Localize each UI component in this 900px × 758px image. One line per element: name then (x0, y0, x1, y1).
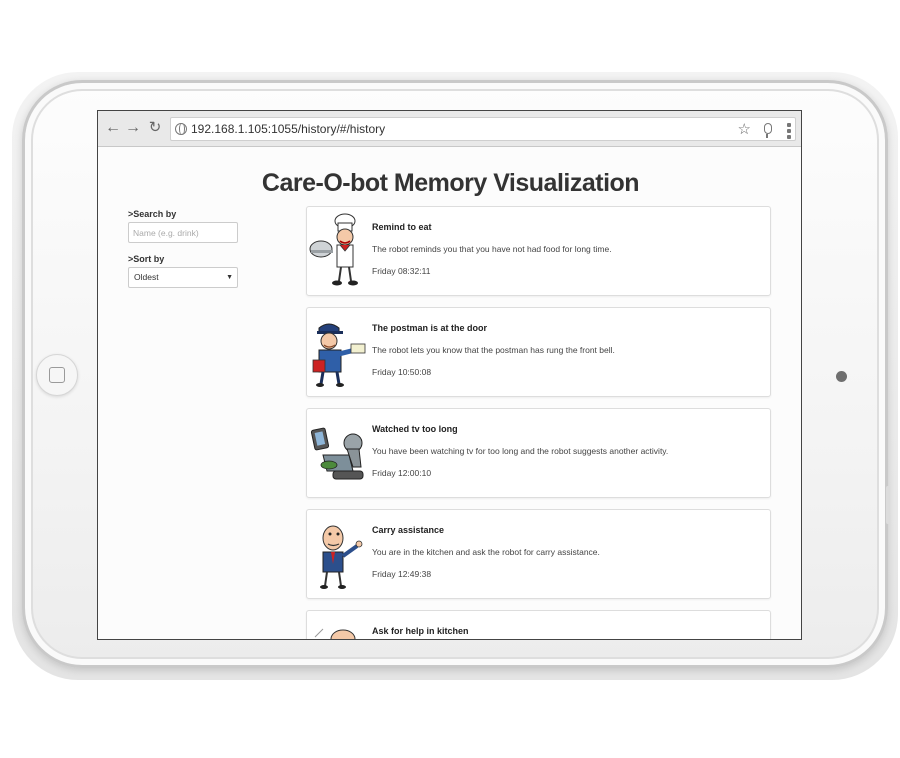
kitchen-help-icon (314, 628, 356, 639)
back-arrow-icon[interactable]: ← (105, 119, 121, 136)
event-description: The robot lets you know that the postman… (372, 345, 615, 355)
postman-icon (312, 323, 366, 387)
event-card[interactable]: Carry assistance You are in the kitchen … (306, 509, 771, 599)
reload-icon[interactable]: ↻ (148, 119, 162, 136)
sort-label: >Sort by (128, 254, 165, 264)
star-icon[interactable]: ☆ (737, 121, 751, 138)
camera-icon (836, 371, 847, 382)
address-bar[interactable]: 192.168.1.105:1055/history/#/history ☆ (170, 117, 796, 141)
menu-icon[interactable] (787, 123, 791, 141)
globe-icon (175, 123, 187, 135)
search-input[interactable] (128, 222, 238, 243)
url-text[interactable]: 192.168.1.105:1055/history/#/history (191, 122, 386, 136)
caret-down-icon: ▼ (226, 274, 233, 281)
event-card[interactable]: Ask for help in kitchen (306, 610, 771, 639)
person-waving-icon (320, 525, 363, 589)
event-title: Ask for help in kitchen (372, 626, 469, 636)
side-button[interactable] (886, 486, 890, 524)
browser-screen: ← → ↻ 192.168.1.105:1055/history/#/histo… (97, 110, 802, 640)
event-description: You are in the kitchen and ask the robot… (372, 547, 600, 557)
sort-select[interactable]: Oldest ▼ (128, 267, 238, 288)
event-title: Remind to eat (372, 222, 432, 232)
event-card[interactable]: Remind to eat The robot reminds you that… (306, 206, 771, 296)
event-card[interactable]: Watched tv too long You have been watchi… (306, 408, 771, 498)
event-title: Watched tv too long (372, 424, 458, 434)
forward-arrow-icon[interactable]: → (125, 119, 141, 136)
page-title: Care-O-bot Memory Visualization (261, 169, 640, 197)
event-time: Friday 08:32:11 (372, 266, 431, 276)
sidebar: >Search by >Sort by Oldest ▼ (128, 209, 240, 288)
browser-toolbar: ← → ↻ 192.168.1.105:1055/history/#/histo… (98, 111, 801, 147)
event-title: The postman is at the door (372, 323, 488, 333)
sort-select-value: Oldest (134, 272, 159, 282)
chef-icon (309, 213, 358, 286)
event-time: Friday 12:49:38 (372, 569, 432, 579)
event-description: You have been watching tv for too long a… (372, 446, 669, 456)
event-list: Remind to eat The robot reminds you that… (306, 206, 771, 639)
event-time: Friday 12:00:10 (372, 468, 432, 478)
home-button[interactable] (36, 354, 78, 396)
tv-watching-icon (310, 427, 364, 480)
event-description: The robot reminds you that you have not … (372, 244, 612, 254)
event-title: Carry assistance (372, 525, 445, 535)
mic-icon[interactable] (764, 123, 772, 138)
event-time: Friday 10:50:08 (372, 367, 432, 377)
search-label: >Search by (128, 209, 177, 219)
event-card[interactable]: The postman is at the door The robot let… (306, 307, 771, 397)
